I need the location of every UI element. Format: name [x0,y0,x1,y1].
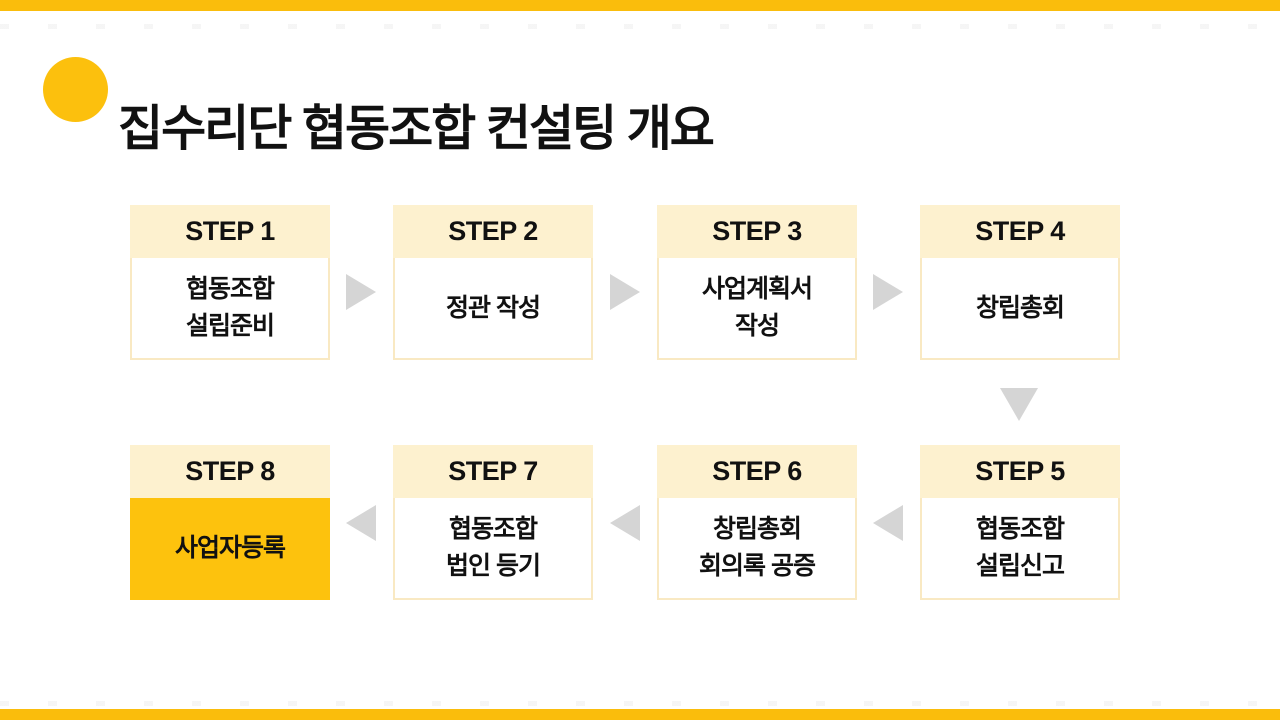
step-5-label: STEP 5 [920,445,1120,498]
step-1-label: STEP 1 [130,205,330,258]
step-card-1: STEP 1 협동조합 설립준비 [130,205,330,360]
page-title: 집수리단 협동조합 컨설팅 개요 [118,101,715,156]
step-card-2: STEP 2 정관 작성 [393,205,593,360]
step-6-label: STEP 6 [657,445,857,498]
step-5-text-line: 협동조합 [975,515,1065,543]
step-4-text-line: 창립총회 [975,293,1065,322]
step-4-body: 창립총회 [920,258,1120,360]
step-1-text-line: 협동조합 [185,275,275,303]
step-3-body: 사업계획서 작성 [657,258,857,360]
step-7-body: 협동조합 법인 등기 [393,498,593,600]
step-2-body: 정관 작성 [393,258,593,360]
step-1-text-line: 설립준비 [185,312,275,340]
step-2-text-line: 정관 작성 [446,293,541,322]
step-7-label: STEP 7 [393,445,593,498]
step-card-7: STEP 7 협동조합 법인 등기 [393,445,593,600]
step-card-3: STEP 3 사업계획서 작성 [657,205,857,360]
arrow-right-icon [346,274,376,310]
step-7-text-line: 협동조합 [448,515,538,543]
title-bullet-circle-icon [43,57,108,122]
arrow-right-icon [610,274,640,310]
step-card-4: STEP 4 창립총회 [920,205,1120,360]
top-accent-strip [0,0,1280,11]
bottom-accent-strip [0,709,1280,720]
step-8-label: STEP 8 [130,445,330,498]
step-5-body: 협동조합 설립신고 [920,498,1120,600]
step-6-body: 창립총회 회의록 공증 [657,498,857,600]
step-8-body: 사업자등록 [130,498,330,600]
step-card-5: STEP 5 협동조합 설립신고 [920,445,1120,600]
step-6-text-line: 회의록 공증 [699,552,816,580]
bottom-dots-decoration [0,701,1280,706]
step-3-text-line: 작성 [734,312,780,340]
arrow-down-icon [1000,388,1038,421]
arrow-left-icon [346,505,376,541]
arrow-left-icon [610,505,640,541]
step-6-text-line: 창립총회 [712,515,802,543]
arrow-right-icon [873,274,903,310]
step-4-label: STEP 4 [920,205,1120,258]
step-5-text-line: 설립신고 [975,552,1065,580]
step-3-text-line: 사업계획서 [701,275,813,303]
step-8-text-line: 사업자등록 [174,533,286,562]
top-dots-decoration [0,24,1280,29]
step-1-body: 협동조합 설립준비 [130,258,330,360]
step-card-8: STEP 8 사업자등록 [130,445,330,600]
step-7-text-line: 법인 등기 [446,552,541,580]
arrow-left-icon [873,505,903,541]
step-2-label: STEP 2 [393,205,593,258]
step-card-6: STEP 6 창립총회 회의록 공증 [657,445,857,600]
step-3-label: STEP 3 [657,205,857,258]
